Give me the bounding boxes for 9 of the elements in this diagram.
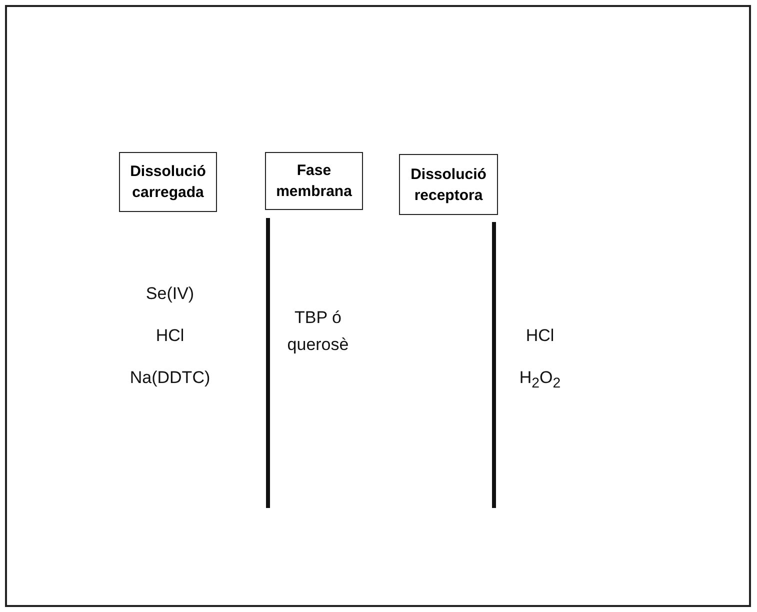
phase-box: Fase membrana — [265, 152, 363, 210]
substance-label: TBP ó querosè — [286, 307, 350, 356]
substance-label: Se(IV) — [144, 284, 196, 304]
substance-label: HCl — [524, 326, 556, 346]
phase-box: Dissolució carregada — [119, 152, 217, 212]
substance-label: H$_{2}$O$_{2}$ — [518, 368, 562, 392]
phase-box: Dissolució receptora — [399, 154, 498, 215]
substance-label: Na(DDTC) — [128, 368, 212, 388]
substance-label: HCl — [154, 326, 186, 346]
